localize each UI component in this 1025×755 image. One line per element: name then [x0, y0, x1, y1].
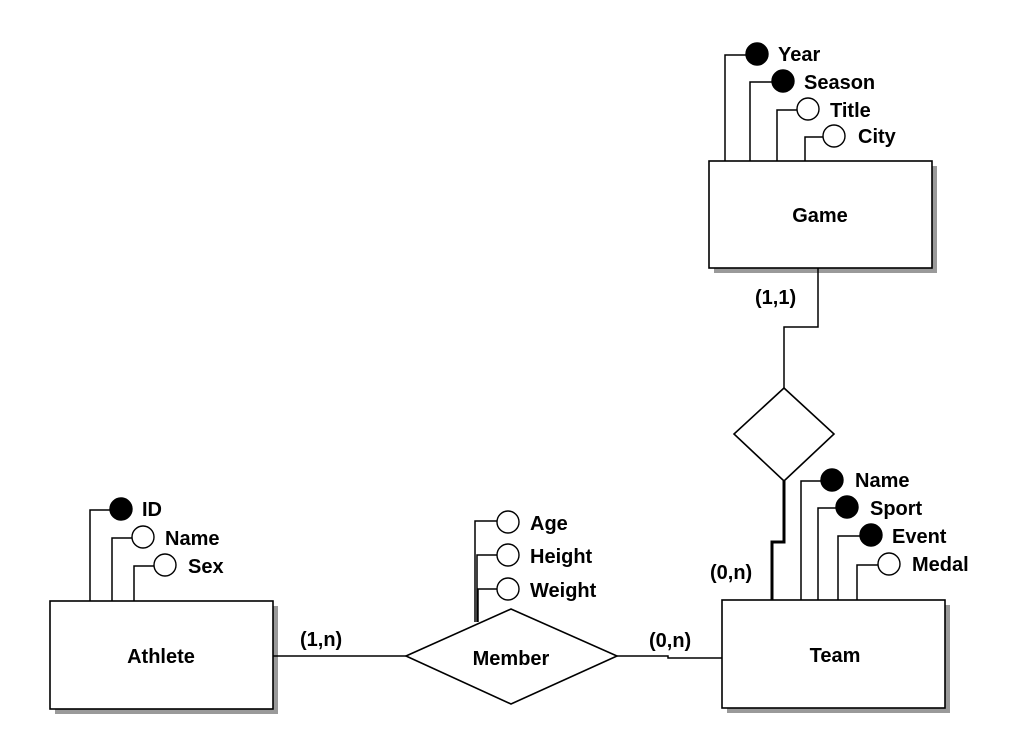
key-attribute-icon [859, 523, 883, 547]
member-attribute-age: Age [496, 510, 568, 535]
entity-game-label: Game [792, 205, 848, 227]
team-attribute-sport: Sport [817, 495, 923, 600]
attribute-icon [131, 525, 155, 549]
member-attribute-height-label: Height [530, 546, 593, 568]
key-attribute-icon [745, 42, 769, 66]
cardinality-team-game: (0,n) [710, 562, 752, 584]
attribute-icon [822, 124, 846, 148]
game-attribute-year: Year [724, 42, 820, 161]
member-attribute-weight: Weight [496, 577, 597, 602]
team-attribute-name: Name [800, 468, 909, 600]
attribute-icon [796, 97, 820, 121]
connector-game-relationship [783, 268, 819, 388]
attribute-icon [877, 552, 901, 576]
attribute-icon [153, 553, 177, 577]
member-attribute-age-label: Age [530, 513, 568, 535]
team-attribute-name-label: Name [855, 470, 909, 492]
relationship-game-team [732, 268, 836, 601]
game-attribute-year-label: Year [778, 44, 820, 66]
cardinality-game: (1,1) [755, 287, 796, 309]
entity-athlete: Athlete [49, 600, 278, 714]
team-attribute-event: Event [837, 523, 947, 600]
relationship-member: Member [404, 520, 619, 705]
entity-game: Game [708, 160, 937, 273]
game-attribute-title-label: Title [830, 100, 871, 122]
key-attribute-icon [820, 468, 844, 492]
game-attribute-title: Title [776, 97, 871, 161]
relationship-diamond [404, 608, 619, 705]
team-attribute-event-label: Event [892, 526, 947, 548]
game-attribute-city-label: City [858, 126, 897, 148]
relationship-diamond [732, 386, 836, 483]
game-attribute-season-label: Season [804, 72, 875, 94]
connector-relationship-team [770, 481, 786, 601]
game-attribute-season: Season [749, 69, 875, 161]
cardinality-athlete: (1,n) [300, 629, 342, 651]
entity-athlete-label: Athlete [127, 646, 195, 668]
member-attribute-weight-label: Weight [530, 580, 597, 602]
athlete-attribute-id: ID [89, 497, 162, 601]
connector-member-team [617, 655, 722, 659]
athlete-attribute-sex-label: Sex [188, 556, 224, 578]
entity-team: Team [721, 599, 950, 713]
member-attribute-height: Height [496, 543, 593, 568]
athlete-attribute-id-label: ID [142, 499, 162, 521]
team-attribute-sport-label: Sport [870, 498, 923, 520]
key-attribute-icon [109, 497, 133, 521]
entity-team-label: Team [810, 645, 861, 667]
athlete-attribute-sex: Sex [133, 553, 224, 601]
attribute-icon [496, 510, 520, 534]
attribute-icon [496, 543, 520, 567]
key-attribute-icon [835, 495, 859, 519]
game-attribute-city: City [804, 124, 897, 161]
team-attribute-medal-label: Medal [912, 554, 969, 576]
key-attribute-icon [771, 69, 795, 93]
attribute-icon [496, 577, 520, 601]
cardinality-team-member: (0,n) [649, 630, 691, 652]
team-attribute-medal: Medal [856, 552, 969, 600]
athlete-attribute-name: Name [111, 525, 219, 601]
athlete-attribute-name-label: Name [165, 528, 219, 550]
relationship-member-label: Member [473, 648, 550, 670]
